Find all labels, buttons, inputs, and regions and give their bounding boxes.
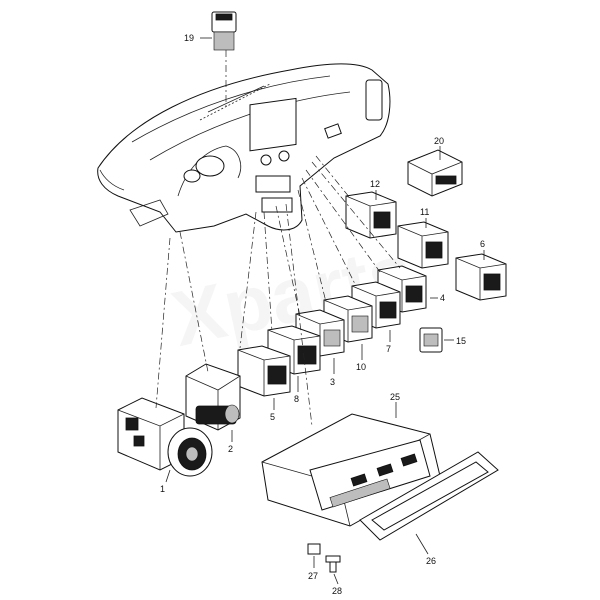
callout-4: 4 bbox=[440, 293, 445, 303]
part-5-switch bbox=[237, 345, 291, 397]
callout-11: 11 bbox=[420, 207, 429, 217]
callout-labels: 19 20 12 11 6 4 15 7 10 3 8 5 25 2 1 26 … bbox=[160, 33, 485, 596]
part-6-switch bbox=[455, 253, 507, 301]
callout-1: 1 bbox=[160, 484, 165, 494]
part-2-switch-module bbox=[185, 363, 241, 431]
callout-6: 6 bbox=[480, 239, 485, 249]
callout-15: 15 bbox=[456, 336, 466, 346]
part-26-frame bbox=[359, 451, 499, 541]
part-11-switch bbox=[397, 221, 449, 269]
leader-lines bbox=[155, 37, 485, 585]
callout-20: 20 bbox=[434, 136, 444, 146]
callout-26: 26 bbox=[426, 556, 436, 566]
callout-8: 7 bbox=[386, 344, 391, 354]
callout-28: 28 bbox=[332, 586, 342, 596]
callout-27: 27 bbox=[308, 571, 318, 581]
callout-2: 2 bbox=[228, 444, 233, 454]
part-12-switch bbox=[345, 191, 397, 239]
callout-19: 19 bbox=[184, 33, 194, 43]
callout-10: 10 bbox=[356, 362, 366, 372]
part-1-light-switch bbox=[117, 397, 213, 477]
part-27-clip bbox=[307, 543, 321, 555]
part-19-switch bbox=[211, 11, 237, 51]
part-15-cap bbox=[419, 327, 443, 353]
callout-25: 25 bbox=[390, 392, 400, 402]
callout-7: 8 bbox=[294, 394, 299, 404]
part-20-module bbox=[407, 149, 463, 197]
part-25-climatronic-unit bbox=[261, 413, 441, 527]
dashboard-assembly bbox=[97, 63, 391, 233]
callout-3: 3 bbox=[330, 377, 335, 387]
part-10-switch bbox=[323, 295, 373, 343]
callout-12: 12 bbox=[370, 179, 380, 189]
callout-5: 5 bbox=[270, 412, 275, 422]
part-28-screw bbox=[325, 555, 341, 573]
